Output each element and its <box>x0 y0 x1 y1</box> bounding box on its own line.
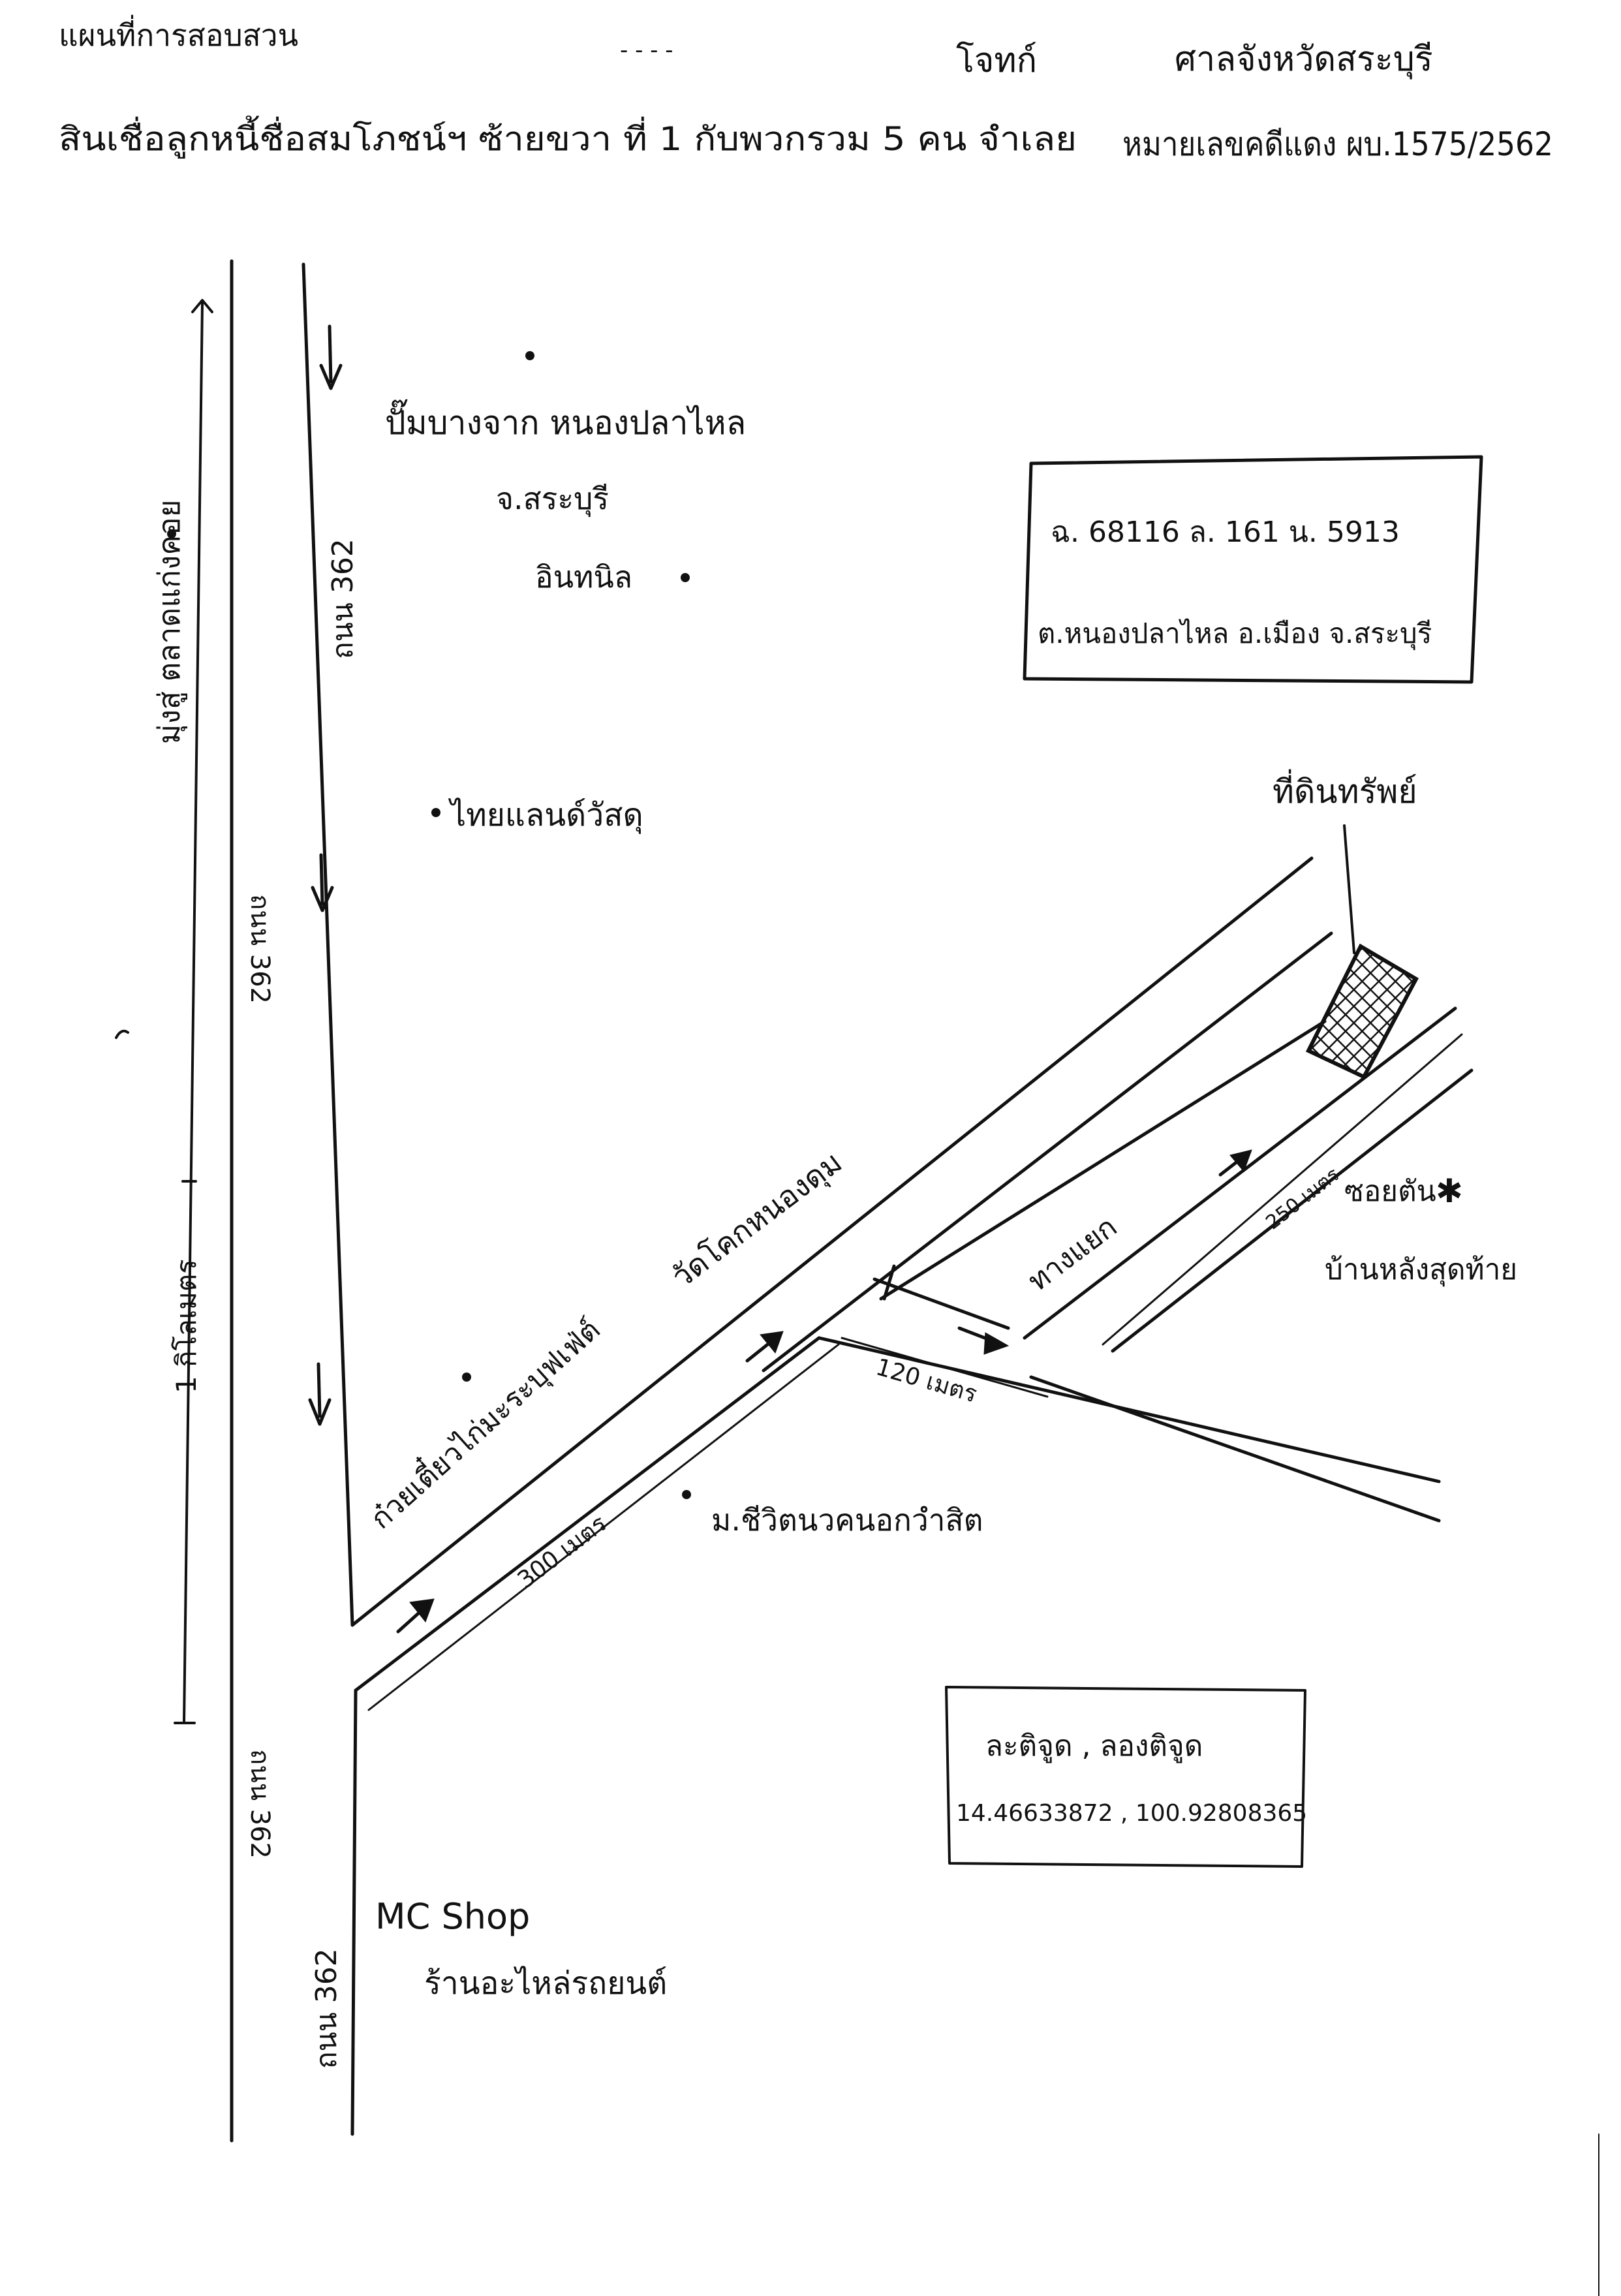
main-road: ถนน 362 ถนน 362 ถนน 362 ถนน 362 <box>230 259 360 2143</box>
thai-land-dot <box>431 808 440 817</box>
header-plaintiff: โจทก์ <box>956 41 1037 80</box>
header-dots: - - - - <box>620 37 673 63</box>
point-marker <box>167 529 176 538</box>
temple-label: วัดโคกหนองดุม <box>665 1144 849 1295</box>
mc-shop-thai-label: ร้านอะไหล่รถยนต์ <box>424 1965 667 2002</box>
parcel-hatched <box>1305 943 1419 1079</box>
deed-number: ฉ. 68116 ล. 161 น. 5913 <box>1051 516 1400 549</box>
km-label: 1 กิโลเมตร <box>170 1259 202 1393</box>
star-icon: ✱ <box>1436 1172 1463 1210</box>
arrow-down-icon <box>308 1362 332 1426</box>
parcel-label: ที่ดินทรัพย์ <box>1273 769 1417 811</box>
diagonal-road: ทางแยก <box>350 856 1474 1692</box>
soi-label: ซอยตัน <box>1344 1175 1436 1208</box>
mc-shop-label: MC Shop <box>375 1896 530 1937</box>
branch-edge-lower <box>1029 1375 1441 1523</box>
dist-300-line <box>367 1343 840 1711</box>
deed-location: ต.หนองปลาไหล อ.เมือง จ.สระบุรี <box>1038 617 1432 651</box>
direction-line <box>183 302 204 1724</box>
landmarks: ปั๊มบางจาก หนองปลาไหล จ.สระบุรี อินทนิล … <box>361 351 1517 2002</box>
dist-300-label: 300 เมตร <box>513 1510 612 1594</box>
header: แผนที่การสอบสวน - - - - โจทก์ ศาลจังหวัด… <box>59 14 1553 163</box>
gas-station-province: จ.สระบุรี <box>496 481 609 518</box>
inthanin-dot <box>681 573 690 582</box>
soi-sub-label: บ้านหลังสุดท้าย <box>1325 1253 1517 1287</box>
dist-120-line <box>841 1337 1049 1398</box>
diag-edge-middle-lower <box>879 1019 1327 1301</box>
dist-250-line <box>1102 1033 1463 1346</box>
gas-station-dot <box>525 351 534 360</box>
dist-250-label: 250 เมตร <box>1261 1163 1344 1234</box>
header-case-number: หมายเลขคดีแดง ผบ.1575/2562 <box>1122 125 1553 163</box>
diag-edge-upper <box>350 856 1314 1627</box>
header-court: ศาลจังหวัดสระบุรี <box>1175 40 1433 80</box>
coordinates-label: ละติจูด , ลองติจูด <box>985 1730 1203 1763</box>
diag-edge-lower <box>354 1336 821 1692</box>
arrow-down-icon <box>311 853 334 912</box>
arrow-right-icon <box>745 1331 784 1363</box>
gas-station-label: ปั๊มบางจาก หนองปลาไหล <box>385 399 746 442</box>
road-label-left-bottom: ถนน 362 <box>245 1749 275 1859</box>
road-label-junction: ทางแยก <box>1022 1210 1123 1298</box>
arrow-down-icon <box>319 324 343 390</box>
coordinates-value: 14.46633872 , 100.92808365 <box>956 1800 1307 1827</box>
noodle-shop-label: ก๋วยเตี๋ยวไก่มะระบุฟเฟ่ต์ <box>361 1309 607 1536</box>
stray-mark <box>115 1029 129 1039</box>
branch-connector <box>872 1277 1010 1330</box>
road-label-main-bottom: ถนน 362 <box>310 1948 343 2069</box>
village-dot <box>682 1490 691 1499</box>
left-annotations: มุ่งสู่ ตลาดแก่งคอย 1 กิโลเมตร <box>115 299 213 1724</box>
deed-box: ฉ. 68116 ล. 161 น. 5913 ต.หนองปลาไหล อ.เ… <box>1023 455 1483 684</box>
coordinates-box: ละติจูด , ลองติจูด 14.46633872 , 100.928… <box>945 1686 1307 1868</box>
coordinates-box-border <box>945 1686 1306 1868</box>
soi-edge-upper <box>1023 1006 1457 1340</box>
direction-label: มุ่งสู่ ตลาดแก่งคอย <box>151 499 188 744</box>
road-label-main-top: ถนน 362 <box>326 538 360 659</box>
inthanin-label: อินทนิล <box>535 559 632 595</box>
target-parcel: ที่ดินทรัพย์ <box>1273 769 1419 1079</box>
header-subject: สินเชื่อลูกหนี้ชื่อสมโภชน์ฯ ซ้ายขวา ที่ … <box>59 116 1077 159</box>
road-label-left-top: ถนน 362 <box>245 894 275 1004</box>
branch-corner <box>882 1264 896 1301</box>
road-edge-mid-bottom <box>350 1688 358 2136</box>
deed-box-border <box>1023 455 1483 684</box>
soi-edge-lower <box>1111 1068 1474 1353</box>
branch-edge-upper <box>817 1336 1441 1483</box>
thai-land-label: ไทยแลนด์วัสดุ <box>448 797 643 834</box>
arrow-right-icon <box>957 1326 1010 1355</box>
parcel-pointer <box>1343 824 1355 954</box>
noodle-dot <box>462 1373 471 1382</box>
diag-edge-middle-upper <box>762 931 1333 1373</box>
arrow-right-icon <box>1218 1149 1252 1177</box>
road-edge-mid-top <box>301 262 354 1627</box>
header-title: แผนที่การสอบสวน <box>59 14 298 53</box>
arrow-right-icon <box>396 1598 435 1634</box>
village-label: ม.ชีวิตนวคนอกวำสิต <box>711 1502 983 1538</box>
